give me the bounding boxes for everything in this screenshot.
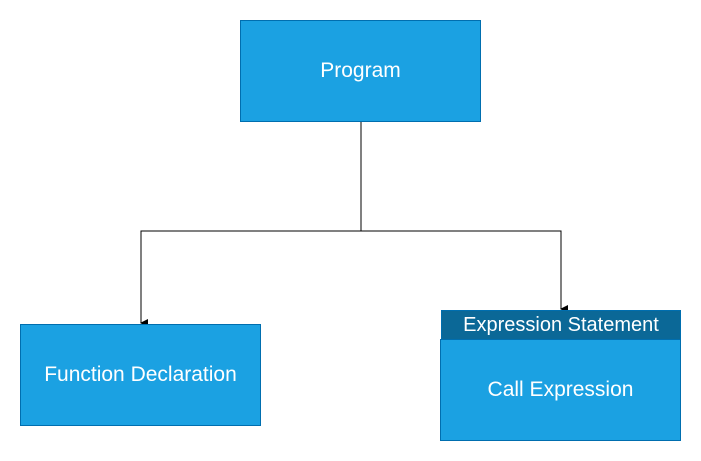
- connector-program-to-function-declaration: [140, 122, 362, 327]
- connector-program-to-expression-statement: [361, 230, 568, 313]
- call-expression-node: Call Expression: [440, 339, 681, 441]
- program-node: Program: [240, 20, 481, 122]
- expression-statement-node: Expression Statement: [441, 310, 681, 340]
- program-label: Program: [320, 59, 401, 82]
- expression-statement-label: Expression Statement: [463, 313, 659, 336]
- function-declaration-node: Function Declaration: [20, 324, 261, 426]
- call-expression-label: Call Expression: [487, 378, 634, 401]
- function-declaration-label: Function Declaration: [44, 363, 237, 386]
